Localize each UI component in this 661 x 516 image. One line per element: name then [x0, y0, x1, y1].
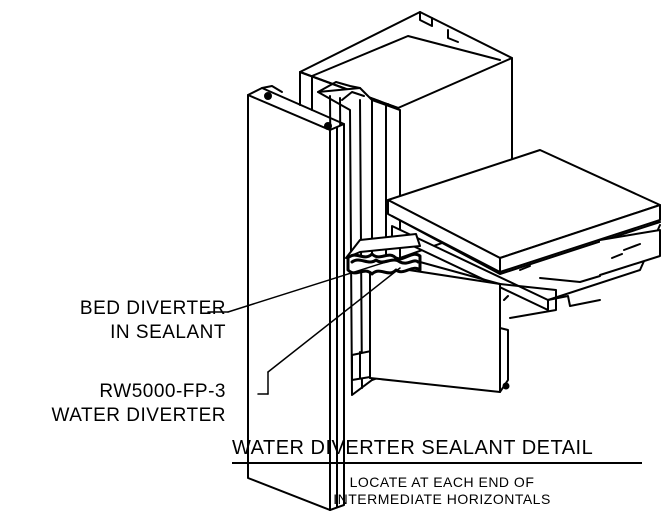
front-panel: [247, 85, 345, 511]
callout-water-diverter: WATER DIVERTER: [51, 405, 226, 426]
note-line2: INTERMEDIATE HORIZONTALS: [333, 491, 551, 507]
detail-title: WATER DIVERTER SEALANT DETAIL: [232, 437, 594, 459]
callout-part-number: RW5000-FP-3: [99, 381, 226, 402]
intermediate-horizontal: [387, 149, 661, 311]
callout-bed-diverter-line1: BED DIVERTER: [79, 298, 226, 319]
hardware-marks: [502, 295, 510, 390]
title-underline: [232, 462, 642, 464]
horizontal-cover: [369, 261, 557, 393]
note-line1: LOCATE AT EACH END OF: [349, 474, 535, 490]
leader-lines: [207, 261, 401, 395]
callout-bed-diverter-line2: IN SEALANT: [110, 322, 226, 343]
